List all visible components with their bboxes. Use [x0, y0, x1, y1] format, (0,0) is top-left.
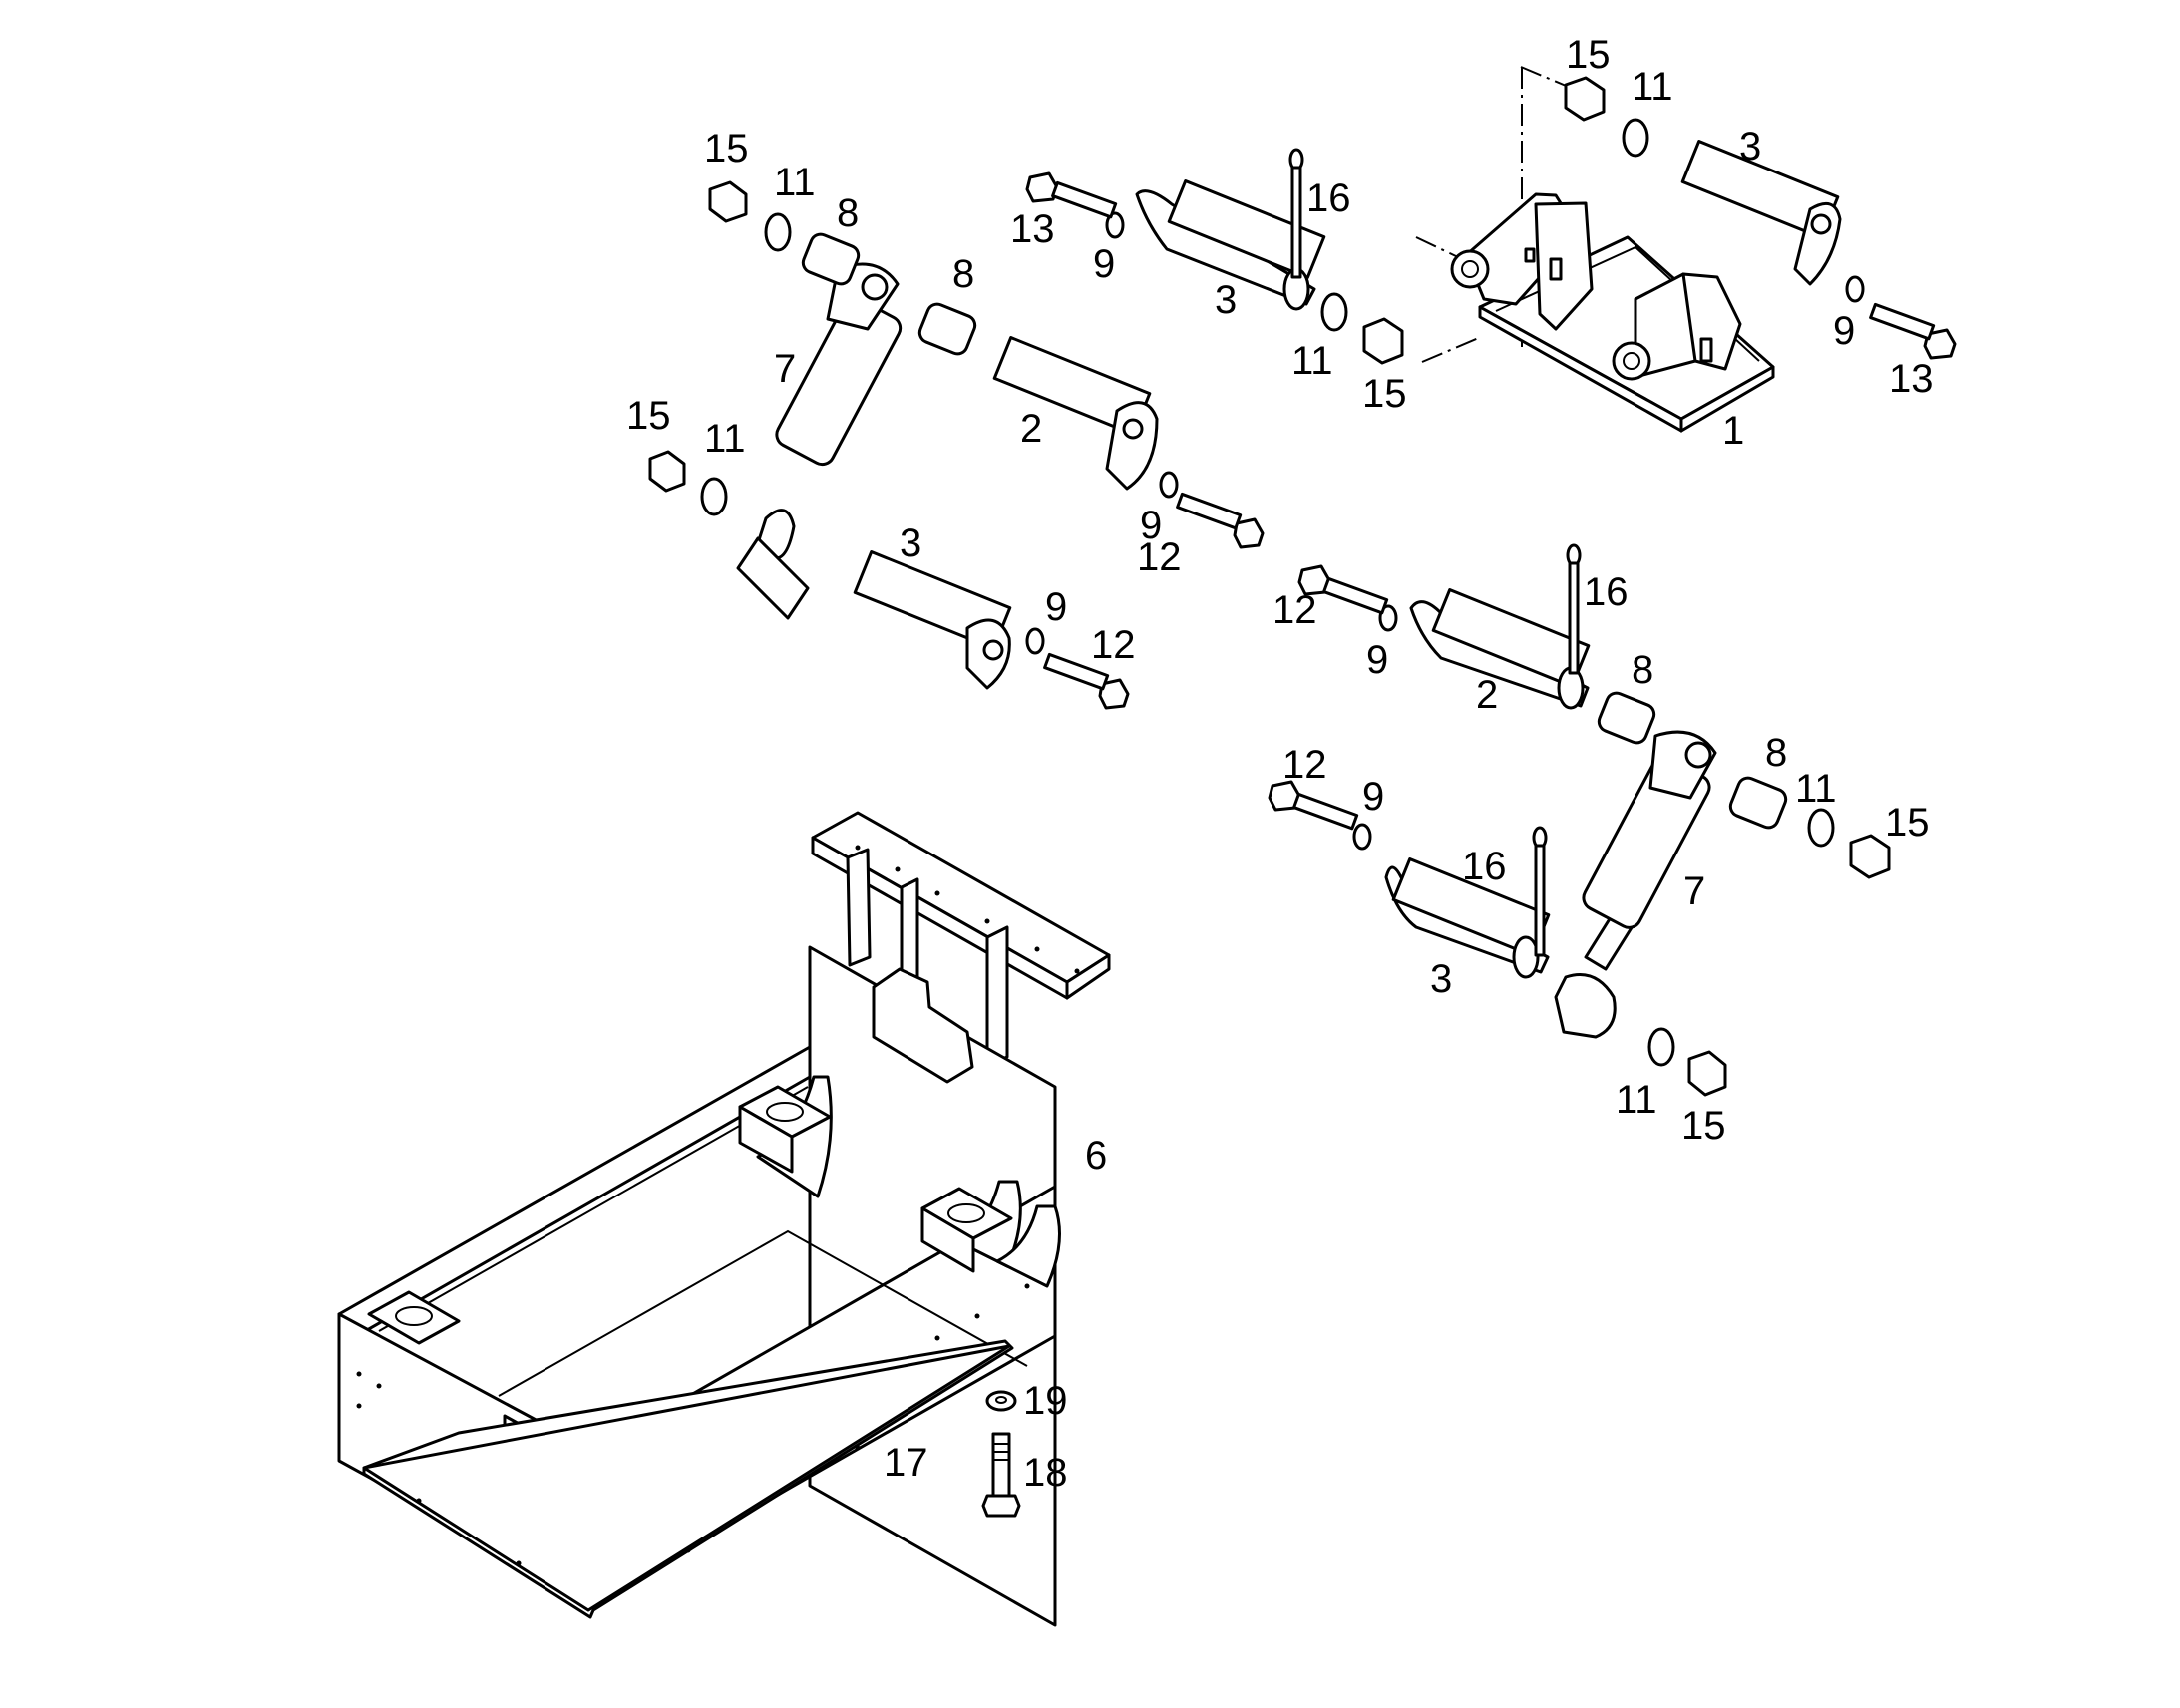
callout-7: 7 — [774, 347, 796, 391]
callout-16: 16 — [1584, 570, 1629, 614]
split-pins — [1288, 148, 1582, 957]
pin-3-bottomright — [1384, 857, 1551, 979]
callout-8: 8 — [1632, 648, 1653, 692]
pin-3-top — [1135, 179, 1326, 311]
callout-15: 15 — [1885, 801, 1930, 845]
callout-12: 12 — [1091, 623, 1136, 667]
callout-11: 11 — [1795, 767, 1837, 811]
callout-18: 18 — [1023, 1451, 1068, 1495]
callout-11: 11 — [1291, 339, 1333, 383]
pin-2-left — [992, 336, 1159, 491]
bolts — [1025, 171, 1957, 831]
callout-3: 3 — [1430, 957, 1452, 1001]
cylinder-right-part — [1554, 730, 1717, 1039]
callout-15: 15 — [704, 127, 749, 171]
callout-13: 13 — [1010, 207, 1055, 251]
callout-7: 7 — [1683, 869, 1705, 913]
callout-16: 16 — [1306, 176, 1351, 220]
washers — [700, 118, 1865, 1067]
callout-9: 9 — [1045, 585, 1067, 629]
callout-9: 9 — [1366, 638, 1388, 682]
callout-9: 9 — [1362, 775, 1384, 819]
bushings — [801, 232, 1788, 830]
callout-9: 9 — [1833, 309, 1855, 353]
callout-11: 11 — [704, 417, 746, 461]
callout-11: 11 — [1616, 1078, 1657, 1122]
callout-6: 6 — [1085, 1134, 1107, 1178]
callout-9: 9 — [1093, 242, 1115, 286]
callout-13: 13 — [1889, 357, 1934, 401]
callout-15: 15 — [626, 394, 671, 438]
callout-11: 11 — [774, 161, 816, 204]
callout-15: 15 — [1566, 33, 1611, 77]
callout-12: 12 — [1137, 535, 1182, 579]
callout-3: 3 — [1739, 125, 1761, 169]
callout-8: 8 — [837, 191, 859, 235]
callout-17: 17 — [884, 1441, 928, 1485]
callout-9: 9 — [1140, 504, 1162, 547]
callout-8: 8 — [1765, 731, 1787, 775]
base-bracket-part — [1450, 192, 1775, 433]
callout-2: 2 — [1476, 673, 1498, 717]
callout-8: 8 — [952, 252, 974, 296]
callout-3: 3 — [900, 521, 921, 565]
callout-12: 12 — [1282, 743, 1327, 787]
callout-16: 16 — [1462, 845, 1507, 888]
callouts: 1 2 2 3 3 3 3 6 7 7 8 8 8 8 9 9 9 9 9 9 … — [626, 33, 1934, 1495]
callout-3: 3 — [1215, 278, 1237, 322]
callout-15: 15 — [1681, 1104, 1726, 1148]
pin-3-topright — [1680, 140, 1842, 286]
callout-19: 19 — [1023, 1379, 1068, 1423]
callout-12: 12 — [1272, 588, 1317, 632]
cylinder-left-part — [736, 262, 903, 620]
pin-3-bottomleft — [853, 550, 1012, 690]
bottom-bolt-part — [981, 1390, 1021, 1518]
nuts — [648, 76, 1891, 1097]
bottom-plate-part — [362, 1339, 1014, 1619]
callout-15: 15 — [1362, 372, 1407, 416]
pin-2-right — [1409, 588, 1591, 710]
callout-11: 11 — [1632, 65, 1673, 109]
callout-1: 1 — [1722, 409, 1744, 453]
callout-2: 2 — [1020, 407, 1042, 451]
